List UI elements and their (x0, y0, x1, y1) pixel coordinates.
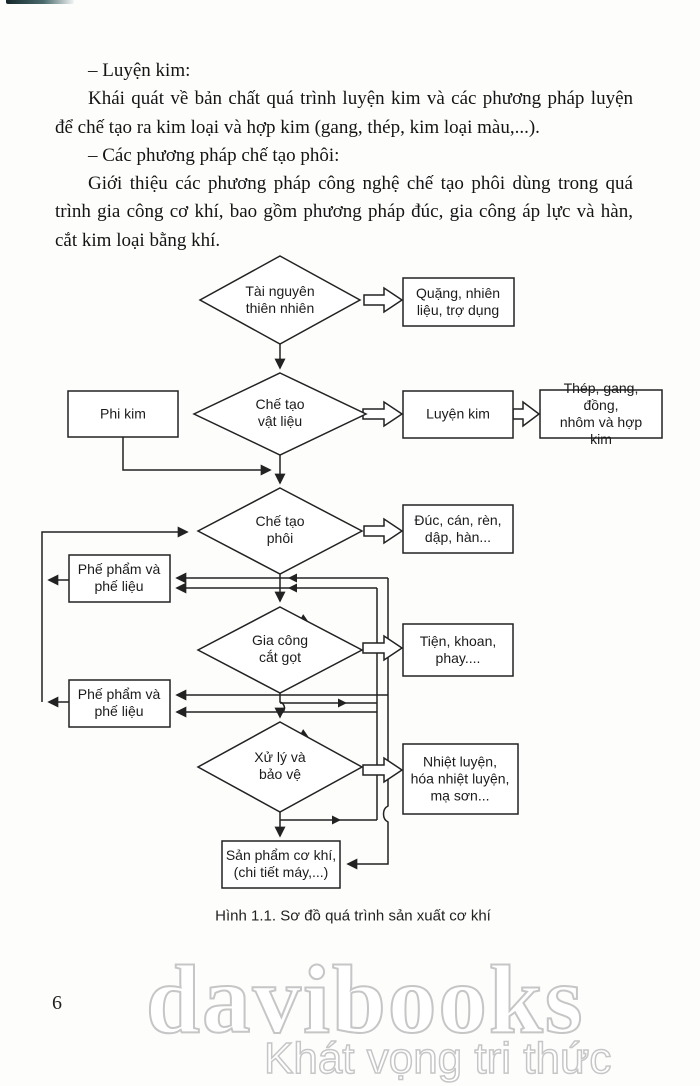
box-duc (402, 504, 514, 554)
box-quang (402, 277, 515, 327)
scan-artifact-top-edge (6, 0, 74, 4)
box-label-san-pham: Sản phẩm cơ khí, (chi tiết máy,...) (225, 847, 337, 880)
flow-boxes (67, 277, 663, 889)
text-line: – Luyện kim: (88, 60, 191, 81)
box-tien (402, 623, 514, 677)
box-label-thep: Thép, gang, đồng, nhôm và hợp kim (559, 380, 643, 447)
text-line: trình gia công cơ khí, bao gồm phương ph… (55, 201, 633, 223)
diamond-gia-cong-cat-got (196, 606, 364, 694)
box-phi-kim (67, 390, 179, 438)
box-thep (539, 389, 663, 439)
text-line: Khái quát về bản chất quá trình luyện ki… (88, 88, 633, 110)
diamond-label-che-tao-vat-lieu: Chế tạo vật liệu (255, 396, 305, 429)
box-label-phe-pham-2: Phế phẩm và phế liệu (77, 686, 161, 719)
page-number: 6 (52, 992, 62, 1014)
diamond-xu-ly-bao-ve (196, 721, 364, 813)
box-label-phi-kim: Phi kim (100, 405, 146, 422)
box-label-tien: Tiện, khoan, phay.... (419, 633, 497, 666)
text-line: để chế tạo ra kim loại và hợp kim (gang,… (55, 116, 540, 138)
text-line: cắt kim loại bằng khí. (55, 229, 221, 251)
body-text-block: – Luyện kim: Khái quát về bản chất quá t… (55, 57, 633, 255)
diamond-che-tao-phoi (196, 487, 364, 575)
text-line: Giới thiệu các phương pháp công nghệ chế… (88, 173, 633, 195)
diamond-label-tai-nguyen: Tài nguyên thiên nhiên (245, 283, 315, 316)
hollow-arrow (362, 286, 541, 784)
box-san-pham (221, 840, 341, 889)
box-luyen-kim (402, 390, 514, 439)
box-label-phe-pham-1: Phế phẩm và phế liệu (77, 561, 161, 594)
box-label-duc: Đúc, cán, rèn, dập, hàn... (414, 512, 502, 545)
diamond-tai-nguyen (198, 255, 362, 345)
diamond-che-tao-vat-lieu (192, 372, 368, 456)
flow-connectors (41, 344, 389, 870)
figure-caption: Hình 1.1. Sơ đồ quá trình sản xuất cơ kh… (215, 907, 491, 925)
diamond-label-xu-ly: Xử lý và bảo vệ (254, 749, 306, 782)
box-label-quang: Quặng, nhiên liệu, trợ dụng (415, 285, 501, 318)
box-nhiet-luyen (402, 743, 519, 815)
watermark-tagline: Khát vọng tri thức (263, 1033, 612, 1084)
watermark-brand: davibooks (145, 945, 585, 1054)
box-label-luyen-kim: Luyện kim (426, 405, 490, 422)
box-phe-pham-1 (68, 554, 171, 603)
box-label-nhiet-luyen: Nhiệt luyện, hóa nhiệt luyện, mạ sơn... (410, 753, 510, 804)
diamond-label-gia-cong: Gia công cắt gọt (251, 632, 309, 665)
flow-diamonds (192, 255, 368, 813)
text-line: – Các phương pháp chế tạo phôi: (88, 144, 340, 166)
diamond-label-che-tao-phoi: Chế tạo phôi (255, 513, 305, 546)
box-phe-pham-2 (68, 679, 171, 728)
